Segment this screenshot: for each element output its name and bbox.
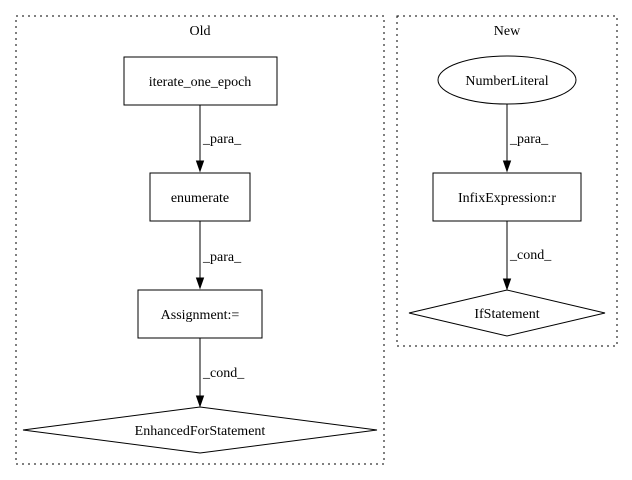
arrowhead-icon <box>195 160 205 173</box>
node-label: NumberLiteral <box>465 74 548 89</box>
node-enhanced-for-statement[interactable]: EnhancedForStatement <box>22 406 378 454</box>
edge-enumerate-to-assignment: _para_ <box>195 221 242 290</box>
cluster-new-label: New <box>494 24 521 39</box>
edge-label: _cond_ <box>202 366 245 381</box>
node-diamond <box>22 406 378 454</box>
node-box <box>137 289 263 339</box>
node-box <box>432 172 582 222</box>
edge-assignment-to-enhanced-for: _cond_ <box>195 338 245 408</box>
node-label: InfixExpression:r <box>458 191 556 206</box>
node-label: EnhancedForStatement <box>135 424 266 439</box>
arrowhead-icon <box>195 277 205 290</box>
cluster-new: New <box>396 15 618 347</box>
node-label: Assignment:= <box>161 308 240 323</box>
node-box <box>123 56 278 106</box>
edge-number-literal-to-infix: _para_ <box>502 104 549 173</box>
node-if-statement[interactable]: IfStatement <box>408 289 606 337</box>
edge-label: _para_ <box>509 132 549 147</box>
node-assignment[interactable]: Assignment:= <box>137 289 263 339</box>
node-enumerate[interactable]: enumerate <box>149 172 251 222</box>
edge-infix-to-if-statement: _cond_ <box>502 221 552 291</box>
node-number-literal[interactable]: NumberLiteral <box>437 55 577 105</box>
cluster-old-label: Old <box>190 24 211 39</box>
node-iterate-one-epoch[interactable]: iterate_one_epoch <box>123 56 278 106</box>
node-label: enumerate <box>171 191 229 206</box>
edge-label: _cond_ <box>509 248 552 263</box>
cluster-old: Old <box>15 15 385 465</box>
arrowhead-icon <box>502 160 512 173</box>
edge-label: _para_ <box>202 132 242 147</box>
node-label: iterate_one_epoch <box>149 75 252 90</box>
node-label: IfStatement <box>474 307 539 322</box>
node-diamond <box>408 289 606 337</box>
arrowhead-icon <box>502 278 512 291</box>
node-infix-expression[interactable]: InfixExpression:r <box>432 172 582 222</box>
edge-label: _para_ <box>202 250 242 265</box>
cluster-new-frame <box>396 15 618 347</box>
node-box <box>149 172 251 222</box>
edge-iterate-to-enumerate: _para_ <box>195 105 242 173</box>
arrowhead-icon <box>195 395 205 408</box>
node-ellipse <box>437 55 577 105</box>
